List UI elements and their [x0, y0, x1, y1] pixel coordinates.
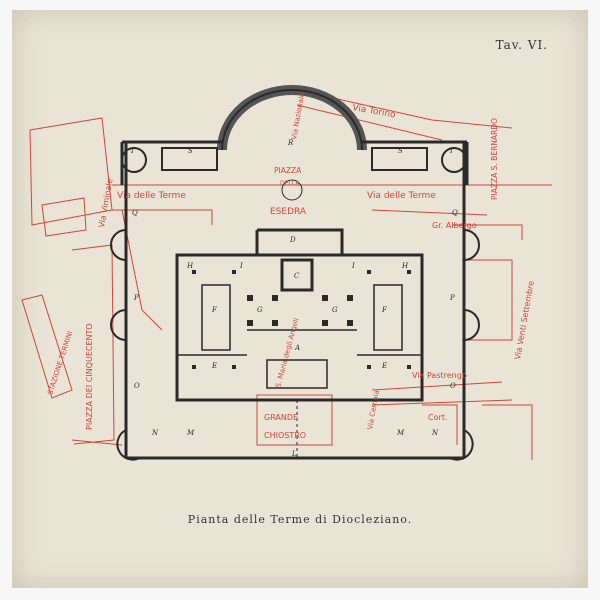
- plate-label: Tav. VI.: [495, 38, 548, 52]
- letter-e-left: E: [211, 362, 217, 370]
- label-gr-albergo: Gr. Albergo: [432, 221, 477, 230]
- label-piazza: PIAZZA: [274, 166, 302, 175]
- label-stazione-termini: STAZIONE TERMINI: [46, 330, 74, 395]
- letter-n-right: N: [431, 429, 439, 437]
- letter-c: C: [294, 272, 300, 280]
- label-grande: GRANDE: [264, 413, 298, 422]
- corner-rooms: [110, 147, 480, 461]
- label-chiostro: CHIOSTRO: [264, 431, 306, 440]
- letter-p-left: P: [133, 294, 139, 302]
- bath-block: [175, 228, 424, 458]
- label-esedra: ESEDRA: [270, 207, 307, 217]
- label-via-terme-left: Via delle Terme: [117, 191, 186, 201]
- letter-q-right: Q: [452, 209, 458, 217]
- book-page: Tav. VI.: [12, 10, 588, 588]
- letter-f-right: F: [381, 306, 388, 314]
- plate-caption: Pianta delle Terme di Diocleziano.: [187, 513, 413, 526]
- letter-t-right: T: [449, 147, 455, 155]
- letter-h-left: H: [186, 262, 194, 270]
- letter-f-left: F: [211, 306, 218, 314]
- label-via-viminale: Via Viminale: [97, 178, 114, 229]
- letter-l: L: [291, 450, 297, 458]
- letter-n-left: N: [151, 429, 159, 437]
- letter-o-left: O: [134, 382, 140, 390]
- letter-i-left: I: [239, 262, 243, 270]
- label-via-venti-settembre: Via Venti Settembre: [513, 280, 536, 360]
- label-via-torino: Via Torino: [351, 103, 396, 121]
- letter-a: A: [294, 344, 300, 352]
- plan-letters: T S S T R D C H H I I G G F F E E A Q Q …: [130, 139, 458, 458]
- letter-t-left: T: [130, 147, 136, 155]
- letter-s-left: S: [188, 147, 193, 155]
- label-via-terme-right: Via delle Terme: [367, 191, 436, 201]
- letter-o-right: O: [450, 382, 456, 390]
- letter-g-right: G: [332, 306, 338, 314]
- letter-r: R: [287, 139, 294, 147]
- label-piazza-s-bernardo: PIAZZA S. BERNARDO: [490, 118, 499, 200]
- label-via-pastrengo: Via Pastrengo: [412, 371, 467, 380]
- label-piazza-cinquecento: PIAZZA DEI CINQUECENTO: [85, 323, 94, 430]
- letter-s-right: S: [398, 147, 403, 155]
- letter-p-right: P: [449, 294, 455, 302]
- label-via-cernaia: Via Cernaia: [366, 390, 381, 431]
- letter-e-right: E: [381, 362, 387, 370]
- letter-m-left: M: [186, 429, 195, 437]
- floor-plan: Via Torino Via Nazionale PIAZZA DELLA ES…: [21, 85, 552, 461]
- exedra: [217, 85, 367, 201]
- letter-g-left: G: [257, 306, 263, 314]
- letter-d: D: [289, 236, 296, 244]
- letter-h-right: H: [401, 262, 409, 270]
- column-grid: [192, 270, 411, 369]
- modern-streets: [21, 89, 552, 460]
- label-della: DELLA: [280, 180, 300, 187]
- letter-m-right: M: [396, 429, 405, 437]
- enclosure-walls: [120, 140, 469, 460]
- label-cortile: Cort.: [428, 413, 447, 422]
- label-s-maria-angeli: S. Maria degli Angeli: [274, 317, 300, 388]
- letter-q-left: Q: [132, 209, 138, 217]
- letter-i-right: I: [351, 262, 355, 270]
- label-via-nazionale: Via Nazionale: [290, 92, 306, 140]
